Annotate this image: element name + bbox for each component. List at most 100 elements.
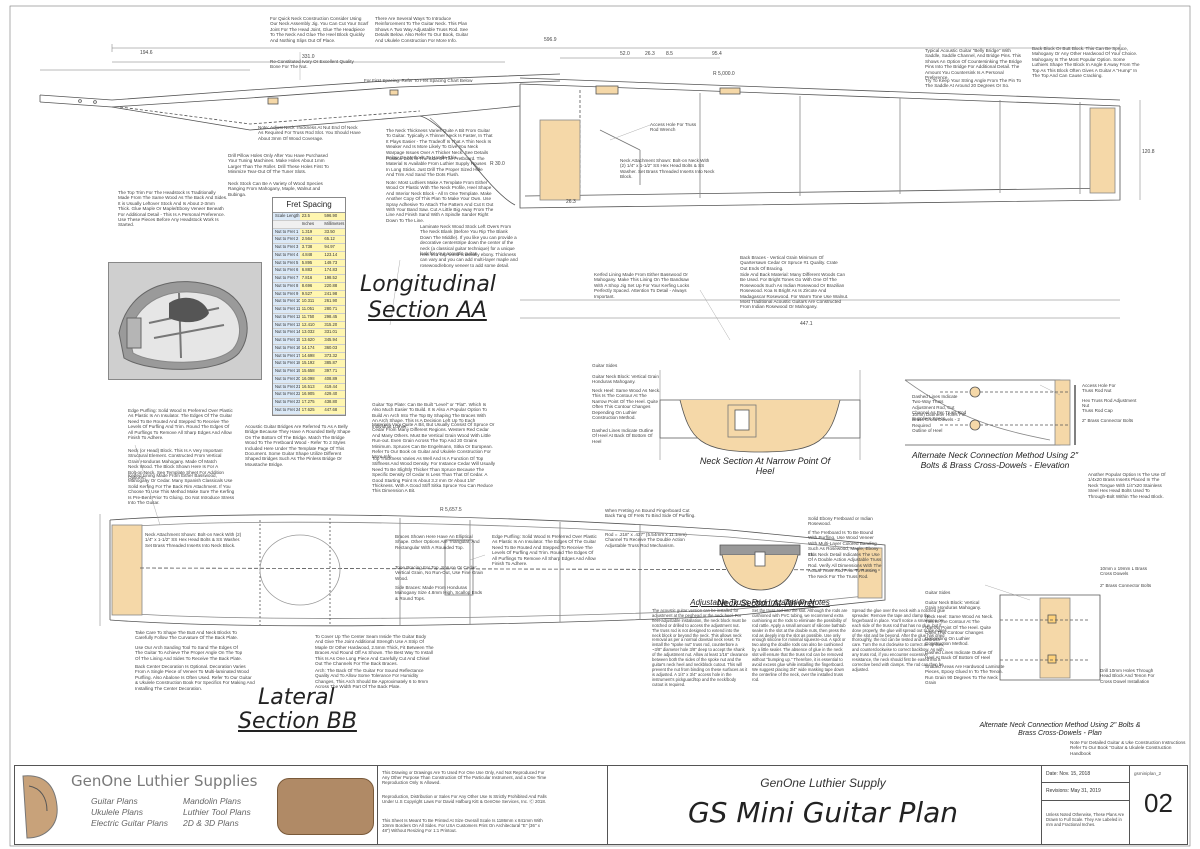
title-block: GenOne Luthier Supplies Guitar Plans Uku…	[14, 765, 1188, 845]
note-heel-cap: Heel trim cap wood is usually ebony. Thi…	[420, 252, 518, 268]
fret-label: Nut to Fret 2	[273, 236, 300, 243]
note-neck-block-heel: Guitar Neck Block: Vertical Grain Hondur…	[592, 374, 659, 385]
note-template: Note: Most Luthiers Make A Template From…	[386, 180, 494, 223]
alt-neck-plan	[999, 594, 1101, 681]
note-materials: Materials Vary Quite A Bit, But Usually …	[372, 422, 495, 460]
note-rod-cap: Truss Rod Cap	[1082, 408, 1113, 413]
fret-inches: 2.564	[299, 236, 323, 243]
fret-label: Nut to Fret 16	[273, 344, 300, 352]
note-guitar-sides: Guitar Sides	[592, 363, 618, 368]
link-tool-plans[interactable]: Luthier Tool Plans	[183, 807, 251, 817]
fret-mm: 331.01	[322, 329, 345, 336]
first-fret-note: For First Spacing: Refer To Fret Spacing…	[364, 78, 473, 83]
fret-mm: 419.44	[322, 383, 345, 391]
dim-447: 447.1	[800, 321, 813, 327]
fret-mm: 149.73	[322, 259, 345, 267]
note-double-action: This Neck Detail Indicates The Use Of A …	[808, 552, 882, 579]
note-headstock-trim: The Top Trim For The Headstock Is Tradit…	[118, 190, 228, 228]
link-ukulele-plans[interactable]: Ukulele Plans	[91, 807, 143, 817]
note-neck-heel: Neck Heel: Same Wood As Neck. This Is Th…	[592, 388, 661, 421]
fret-mm: 123.14	[322, 251, 345, 259]
truss-notes-col-2: Set the truss rod into the slot. Althoug…	[752, 608, 848, 682]
fret-inches: 4.848	[299, 251, 323, 259]
leader-lines	[134, 52, 1061, 601]
fret-inches: 7.816	[299, 275, 323, 282]
note-access-hole: Access Hole For Truss Rod Wrench	[650, 122, 697, 133]
fret-inches: 17.275	[299, 399, 323, 406]
note-neck-thickness: Note: Adjust Neck Thickness At Nut End O…	[258, 125, 361, 141]
fret-label: Nut to Fret 11	[273, 306, 300, 313]
fret-mm: 298.45	[322, 313, 345, 321]
neck-longitudinal	[39, 73, 561, 206]
note-brass-inserts: Another Popular Option Is The Use Of 1/4…	[1088, 472, 1166, 499]
caption-alt-elev: Alternate Neck Connection Method Using 2…	[911, 450, 1079, 470]
fret-inches: 17.625	[299, 406, 323, 414]
scale-note: Unless Noted Otherwise, These Plans Are …	[1046, 812, 1125, 827]
note-kerfed-lining: Kerfed Lining Made From Either Basswood …	[594, 272, 690, 299]
note-brass-bolts: 2" Brass Connector Bolts	[1082, 418, 1134, 423]
fret-inches: 16.905	[299, 391, 323, 398]
logo-art	[22, 775, 58, 839]
note-neck-stock: Neck Stock Can Be A Variety of Wood Spec…	[228, 181, 323, 197]
body-lateral	[99, 514, 886, 627]
fret-inches: 1.319	[299, 228, 323, 236]
note-back-center: Back Center Decoration Is Optional. Deco…	[135, 664, 255, 691]
legal-text-1: This Drawing or Drawings Are To Used For…	[382, 770, 547, 786]
link-electric-plans[interactable]: Electric Guitar Plans	[91, 818, 168, 828]
note-two-way: Dashed Lines Indicate Two-Way Truss Adju…	[912, 394, 967, 421]
fret-label: Nut to Fret 14	[273, 329, 300, 336]
header-mm: Millimeters	[322, 220, 345, 228]
scale-label: Scale Length =	[273, 213, 300, 220]
date-divider	[1042, 782, 1130, 783]
note-belly-bridge: Acoustic Guitar Bridges Are Referred To …	[245, 424, 351, 467]
fret-mm: 220.88	[322, 282, 345, 290]
dim-r5657: R 5,657.5	[440, 507, 462, 513]
label-longitudinal: Longitudinal	[360, 272, 496, 297]
fret-inches: 11.750	[299, 313, 323, 321]
date-text: Date: Nov. 15, 2018	[1046, 771, 1091, 777]
note-drill-10mm: Drill 10mm Holes Through Head Block And …	[1100, 668, 1155, 684]
fret-label: Nut to Fret 10	[273, 298, 300, 305]
link-guitar-plans[interactable]: Guitar Plans	[91, 796, 138, 806]
fret-label: Nut to Fret 15	[273, 337, 300, 344]
dim-85: 8.5	[666, 51, 673, 57]
fret-mm: 397.71	[322, 368, 345, 375]
note-reinforcement: There Are Several Ways To Introduce Rein…	[375, 16, 469, 43]
product-photo	[277, 778, 374, 835]
fret-label: Nut to Fret 5	[273, 259, 300, 267]
fret-label: Nut to Fret 13	[273, 321, 300, 329]
fret-inches: 5.895	[299, 259, 323, 267]
header-inches: Inches	[299, 220, 323, 228]
fret-inches: 13.620	[299, 337, 323, 344]
note-arch: Arch: The Back Of The Guitar For Sound R…	[315, 668, 429, 690]
note-center-seam: To Cover Up The Center Seam Inside The G…	[315, 634, 434, 667]
link-mandolin-plans[interactable]: Mandolin Plans	[183, 796, 242, 806]
fret-mm: 360.03	[322, 344, 345, 352]
note-purfling-bound: If The Fretboard Is To Be Bound With Pur…	[808, 530, 879, 557]
note-neck-heel-2: Neck Heel: Same Wood As Neck. This Is Th…	[925, 614, 994, 647]
dim-r30: R 30.0	[490, 161, 505, 167]
note-neck-block-2: Guitar Neck Block: Vertical Grain Hondur…	[925, 600, 982, 611]
scale-mm: 596.90	[322, 213, 345, 220]
note-butt-neck: Take Care To Shape The Butt And Neck Blo…	[135, 630, 238, 641]
dim-120: 120.8	[1142, 149, 1155, 155]
sheet-border	[9, 5, 1191, 847]
dim-52: 52.0	[620, 51, 630, 57]
note-rod-channel: Rod = .218" x .437" (5.54mm x 11.1mm) Ch…	[605, 532, 687, 548]
link-2d3d-plans[interactable]: 2D & 3D Plans	[183, 818, 239, 828]
fret-spacing-table: Fret Spacing Scale Length = 23.5 596.90 …	[272, 197, 346, 416]
note-kerfed-lining-2: Kerfed Lining Made From Either Basswood,…	[128, 473, 235, 506]
fret-mm: 385.87	[322, 360, 345, 367]
note-access-nut: Access Hole For Truss Rod Nut	[1082, 383, 1116, 394]
